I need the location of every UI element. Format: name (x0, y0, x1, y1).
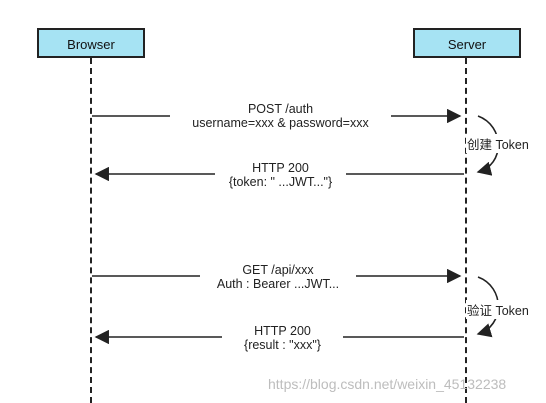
message-post-auth: POST /auth username=xxx & password=xxx (170, 102, 391, 130)
message-http200-token: HTTP 200 {token: " ...JWT..."} (215, 161, 346, 189)
browser-lifeline (90, 58, 92, 403)
message-post-auth-line1: POST /auth (247, 102, 314, 116)
message-http200-token-line2: {token: " ...JWT..."} (228, 175, 333, 189)
watermark: https://blog.csdn.net/weixin_45132238 (268, 376, 507, 392)
participant-browser: Browser (37, 28, 145, 58)
self-message-verify-token: 验证 Token (466, 300, 530, 319)
message-http200-token-line1: HTTP 200 (252, 161, 309, 175)
message-get-api-line1: GET /api/xxx (242, 263, 314, 277)
server-lifeline (465, 58, 467, 403)
participant-server: Server (413, 28, 521, 58)
message-post-auth-line2: username=xxx & password=xxx (192, 116, 369, 130)
self-message-create-token: 创建 Token (466, 134, 530, 153)
message-get-api: GET /api/xxx Auth : Bearer ...JWT... (200, 263, 356, 291)
message-http200-result-line1: HTTP 200 (254, 324, 311, 338)
message-http200-result: HTTP 200 {result : "xxx"} (222, 324, 343, 352)
message-get-api-line2: Auth : Bearer ...JWT... (216, 277, 340, 291)
message-http200-result-line2: {result : "xxx"} (244, 338, 321, 352)
